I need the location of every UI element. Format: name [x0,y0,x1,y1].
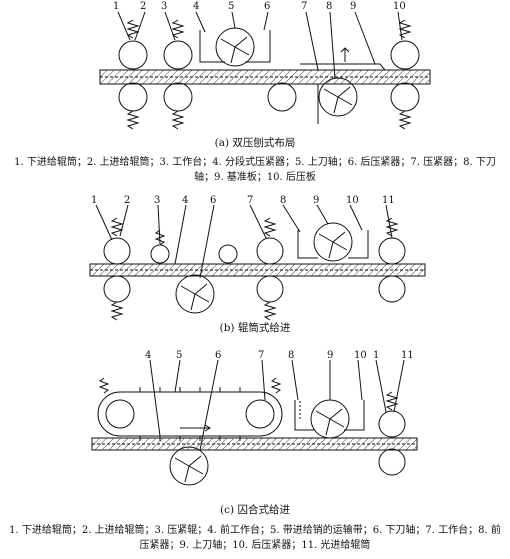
upper-cutter-a [199,27,271,67]
callout-number: 3 [154,195,161,206]
callout-number: 8 [280,195,287,206]
smooth-rollers-c [378,391,406,476]
figure-b-drawing [89,204,426,321]
callout-number: 1 [113,1,120,12]
callout-number: 4 [193,1,200,12]
callout-number: 1 [91,195,98,206]
callout-number: 8 [326,1,333,12]
callout-number: 4 [182,195,189,206]
lower-cutter-a [300,47,386,124]
conveyor-belt-c [97,377,283,441]
figure-c-drawing [91,359,418,486]
figure-a-drawing [99,11,431,130]
callout-number: 3 [161,1,168,12]
callout-number: 10 [346,195,359,206]
callout-number: 4 [145,350,152,361]
callout-number: 9 [327,350,334,361]
callout-number: 7 [247,195,254,206]
leader-lines-b [95,204,393,279]
callout-number: 9 [313,195,320,206]
callout-number: 7 [258,350,265,361]
leader-lines-c [149,359,405,451]
callout-number: 10 [354,350,367,361]
upper-feed-rollers-a [118,19,193,70]
caption-figure-c: (c) 囚合式给进 [220,504,290,516]
callout-number: 2 [140,1,147,12]
caption-figure-b: (b) 辊筒式给进 [219,322,291,334]
leader-lines-a [117,11,403,79]
callout-number: 11 [401,350,414,361]
callout-number: 5 [228,1,235,12]
callout-number: 1 [373,350,380,361]
callout-number: 9 [350,1,357,12]
callout-number: 6 [210,195,217,206]
callout-number: 8 [288,350,295,361]
callout-number: 2 [124,195,131,206]
lower-feed-rollers-a [118,82,193,130]
callout-number: 7 [301,1,308,12]
callout-number: 5 [176,350,183,361]
caption-figure-a: (a) 双压刨式布局 [214,137,296,149]
callout-number: 11 [382,195,395,206]
legend-figure-c: 1. 下进给辊筒；2. 上进给辊筒；3. 压紧辊；4. 前工作台；5. 带进给销… [9,525,501,551]
legend-figure-a: 1. 下进给辊筒；2. 上进给辊筒；3. 工作台；4. 分段式压紧器；5. 上刀… [14,157,496,183]
cutters-b [175,222,369,314]
callout-number: 6 [215,350,222,361]
callout-number: 10 [393,1,406,12]
callout-number: 6 [264,1,271,12]
